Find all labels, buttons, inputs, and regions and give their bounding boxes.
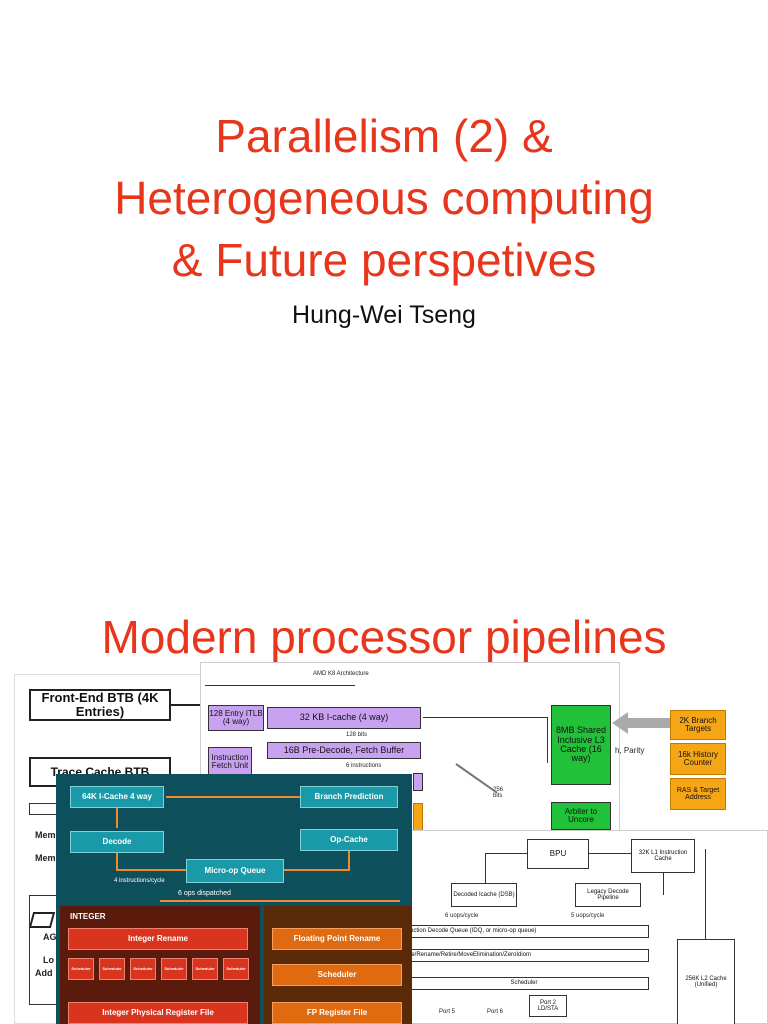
instr-per-cycle-label: 4 instructions/cycle xyxy=(114,878,165,884)
uops-5-label: 5 uops/cycle xyxy=(571,913,605,919)
ag-label: AG xyxy=(43,932,57,942)
bp-to-icache-arrow xyxy=(166,796,300,798)
idq-box: nstruction Decode Queue (IDQ, or micro-o… xyxy=(399,925,649,938)
pipeline-diagram-collage: Front-End BTB (4K Entries) Trace Cache B… xyxy=(0,660,768,1024)
amd-k8-header: AMD K8 Architecture xyxy=(313,671,369,677)
scheduler-box: Scheduler xyxy=(399,977,649,990)
btb-arrow xyxy=(170,704,204,706)
ras-box: RAS & Target Address xyxy=(670,778,726,810)
grey-arrow xyxy=(626,718,670,728)
right-line-3 xyxy=(589,853,631,854)
front-end-btb-box: Front-End BTB (4K Entries) xyxy=(29,689,171,721)
zen-diagram: 64K I-Cache 4 way Branch Prediction Deco… xyxy=(56,774,412,1024)
scheduler-row: Scheduler Scheduler Scheduler Scheduler … xyxy=(68,958,252,980)
arbiter-box: Arbiter to Uncore xyxy=(551,802,611,830)
instruction-fetch-box: Instruction Fetch Unit xyxy=(208,747,252,777)
title-line-3: & Future perspetives xyxy=(171,234,597,286)
parity-label: h, Parity xyxy=(615,746,645,755)
icache-to-decode-arrow xyxy=(116,808,118,828)
author-name: Hung-Wei Tseng xyxy=(292,301,476,329)
l1i-box: 32K L1 Instruction Cache xyxy=(631,839,695,873)
bpu-box: BPU xyxy=(527,839,589,869)
decoded-icache-box: Decoded Icache (DSB) xyxy=(451,883,517,907)
bits-128-label: 128 bits xyxy=(346,732,368,738)
title-line-2: Heterogeneous computing xyxy=(114,172,654,224)
port5-label: Port 5 xyxy=(439,1009,456,1015)
right-line-4 xyxy=(663,873,664,895)
integer-section: INTEGER Integer Rename Scheduler Schedul… xyxy=(60,906,260,1024)
icache-arrow xyxy=(423,717,547,718)
mem-label-1: Mem xyxy=(35,830,56,840)
slide-title: Parallelism (2) & Heterogeneous computin… xyxy=(0,105,768,291)
bits-256-label: 256 bits xyxy=(493,787,504,799)
port2-box: Port 2 LD/STA xyxy=(529,995,567,1017)
allocate-box: ocate/Rename/Retire/MoveElimination/Zero… xyxy=(399,949,649,962)
title-line-1: Parallelism (2) & xyxy=(215,110,553,162)
zen-decode-box: Decode xyxy=(70,831,164,853)
dispatch-bar xyxy=(160,900,400,902)
skylake-diagram: BPU 32K L1 Instruction Cache Decoded Ica… xyxy=(398,830,768,1024)
itlb-box: 128 Entry ITLB (4 way) xyxy=(208,705,264,731)
opcache-to-queue-arrow-h xyxy=(284,869,350,871)
decode-to-queue-arrow xyxy=(116,853,118,870)
right-line-1 xyxy=(485,853,527,854)
opcache-to-queue-arrow xyxy=(348,851,350,870)
fp-rename-box: Floating Point Rename xyxy=(272,928,402,950)
l3-cache-box: 8MB Shared Inclusive L3 Cache (16 way) xyxy=(551,705,611,785)
fp-register-file-box: FP Register File xyxy=(272,1002,402,1024)
scheduler-box-1: Scheduler xyxy=(68,958,94,980)
decode-to-queue-arrow-h xyxy=(116,869,186,871)
micro-op-queue-box: Micro-op Queue xyxy=(186,859,284,883)
diag-line-256 xyxy=(455,763,498,794)
slide-2-title: Modern processor pipelines xyxy=(101,611,667,663)
scheduler-box-4: Scheduler xyxy=(161,958,187,980)
grey-arrow-head xyxy=(612,712,628,734)
instructions-6-label: 6 instructions xyxy=(346,763,382,769)
history-counter-box: 16k History Counter xyxy=(670,743,726,775)
port6-label: Port 6 xyxy=(487,1009,504,1015)
fp-section: Floating Point Rename Scheduler FP Regis… xyxy=(264,906,412,1024)
purple-stub-box xyxy=(413,773,423,791)
legacy-decode-box: Legacy Decode Pipeline xyxy=(575,883,641,907)
scheduler-box-6: Scheduler xyxy=(223,958,249,980)
ops-dispatched-label: 6 ops dispatched xyxy=(178,890,231,897)
scheduler-box-2: Scheduler xyxy=(99,958,125,980)
branch-targets-box: 2K Branch Targets xyxy=(670,710,726,740)
scheduler-box-3: Scheduler xyxy=(130,958,156,980)
right-line-2 xyxy=(485,853,486,883)
add-label: Add xyxy=(35,968,53,978)
uops-6-label: 6 uops/cycle xyxy=(445,913,479,919)
orange-stub-box xyxy=(413,803,423,831)
zen-icache-box: 64K I-Cache 4 way xyxy=(70,786,164,808)
lo-label: Lo xyxy=(43,955,54,965)
icache-arrow-v xyxy=(547,717,548,763)
integer-register-file-box: Integer Physical Register File xyxy=(68,1002,248,1024)
l2-cache-box: 256K L2 Cache (Unified) xyxy=(677,939,735,1024)
mem-label-2: Mem xyxy=(35,853,56,863)
right-line-5 xyxy=(705,849,706,939)
fp-scheduler-box: Scheduler xyxy=(272,964,402,986)
predecode-box: 16B Pre-Decode, Fetch Buffer xyxy=(267,742,421,759)
amd-inner-frame xyxy=(205,685,355,691)
integer-heading: INTEGER xyxy=(70,912,106,921)
op-cache-box: Op-Cache xyxy=(300,829,398,851)
scheduler-box-5: Scheduler xyxy=(192,958,218,980)
integer-rename-box: Integer Rename xyxy=(68,928,248,950)
icache-box: 32 KB I-cache (4 way) xyxy=(267,707,421,729)
branch-prediction-box: Branch Prediction xyxy=(300,786,398,808)
